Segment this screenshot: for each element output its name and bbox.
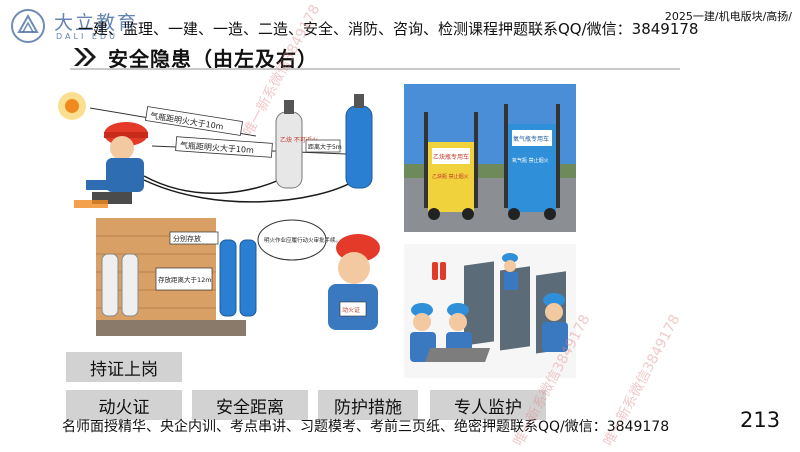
cylinder-spacing-label: 距离大于5m [308,143,342,151]
keyword-safe-distance: 安全距离 [192,390,308,420]
storage-scene-illustration: 分别存放 存放距离大于12m 明火作业应履行动火审批手续。 动火证 [96,218,386,336]
brand-logo: 大立教育 DALI EDU [10,6,150,46]
acetylene-cart-sign: 乙炔瓶专用车 [433,153,469,161]
permit-badge-text: 动火证 [342,307,360,314]
double-chevron-icon [74,48,96,66]
footer-contact-line: 名师面授精华、央企内训、考点串讲、习题模考、考前三页纸、绝密押题联系QQ/微信：… [62,419,670,435]
page-number: 213 [740,408,781,432]
hot-work-supervision-illustration [404,244,576,378]
oxygen-cart-sign: 氧气瓶专用车 [513,135,549,143]
keyword-certified: 持证上岗 [66,352,182,382]
oxygen-cart-warning: 氧气瓶 禁止烟火 [512,157,549,164]
keyword-protection: 防护措施 [318,390,418,420]
cylinder-cart-photo: 乙炔瓶专用车 乙炔瓶 禁止烟火 氧气瓶专用车 氧气瓶 禁止烟火 [404,84,576,232]
keyword-hot-work-permit: 动火证 [66,390,182,420]
storage-distance-label: 存放距离大于12m [158,275,212,284]
series-tag: 2025一建/机电版块/高扬/ [664,10,792,23]
slide-title-row: 安全隐患（由左及右） [72,44,318,71]
logo-emblem-icon [11,9,45,43]
speech-bubble-text: 明火作业应履行动火审批手续。 [264,236,341,244]
acetylene-cylinder-text: 乙炔 不可近火 [280,136,318,144]
separate-storage-label: 分别存放 [173,234,201,243]
logo-subtitle: DALI EDU [56,32,118,41]
acetylene-cart-warning: 乙炔瓶 禁止烟火 [432,173,469,180]
course-contact-line: 一建、监理、一建、一造、二造、安全、消防、咨询、检测课程押题联系QQ/微信：38… [78,20,699,38]
title-divider [70,68,680,70]
slide-title: 安全隐患（由左及右） [108,46,318,71]
keyword-supervision: 专人监护 [430,390,546,420]
logo-name: 大立教育 [54,12,139,34]
welding-scene-illustration: 气瓶距明火大于10m 气瓶距明火大于10m 乙炔 不可近火 距离大于5m [56,84,386,220]
